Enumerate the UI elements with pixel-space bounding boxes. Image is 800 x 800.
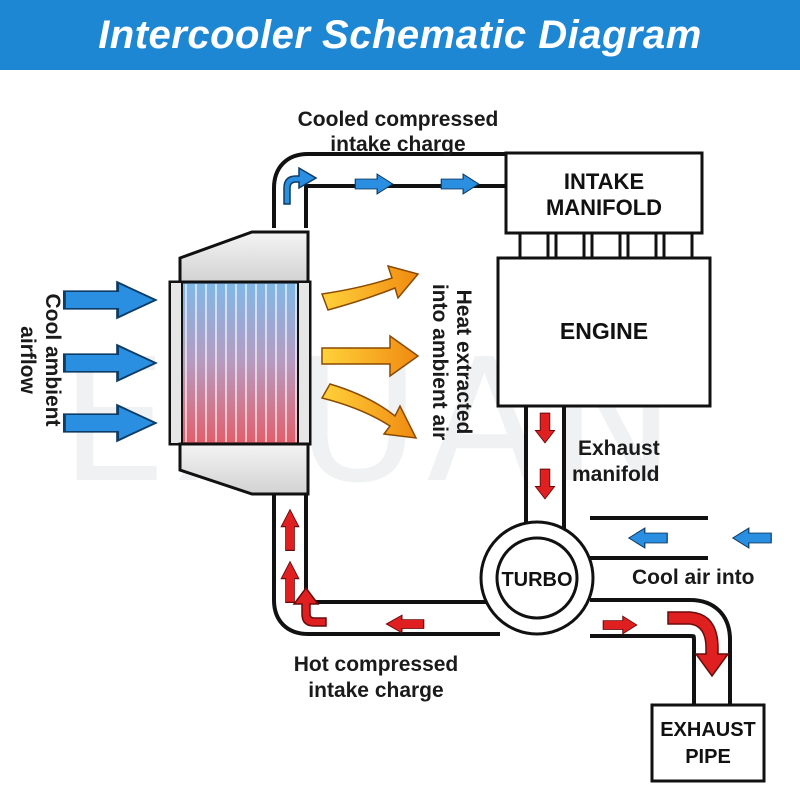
exhaust-pipe-box <box>650 703 766 783</box>
exhaust-pipe-label-line1: EXHAUST <box>660 719 756 741</box>
hot-charge-label-line1: Hot compressed <box>294 653 459 676</box>
cooled-charge-label-line1: Cooled compressed <box>298 108 499 131</box>
intake-manifold-box <box>504 151 704 235</box>
exhaust-pipe-label-line2: PIPE <box>685 746 731 768</box>
intercooler <box>168 230 312 496</box>
engine-box <box>496 256 712 408</box>
intake-runners <box>518 231 694 260</box>
diagram-title: Intercooler Schematic Diagram <box>98 12 702 57</box>
intercooler-bottom-tank <box>178 442 310 496</box>
cooled-charge-label-line2: intake charge <box>330 133 465 156</box>
engine-label: ENGINE <box>560 318 648 344</box>
heat-extracted-label-line2: into ambient air <box>428 284 451 440</box>
heat-extracted-label-line1: Heat extracted <box>452 290 475 435</box>
heat-extracted-arrows <box>320 264 420 439</box>
heat-extracted-label: Heat extracted <box>452 290 475 435</box>
intake-manifold-label-line2: MANIFOLD <box>546 195 662 220</box>
hot-charge-label-line2: intake charge <box>308 679 443 702</box>
turbo-label: TURBO <box>501 569 572 591</box>
cool-ambient-label-2: airflow <box>16 326 39 394</box>
hot-intake-arrows <box>280 508 425 634</box>
cooled-intake-arrows <box>283 166 480 205</box>
intercooler-fins <box>185 284 297 442</box>
exhaust-manifold-label-line2: manifold <box>572 463 660 486</box>
ambient-airflow-arrows <box>62 280 158 443</box>
intercooler-core <box>168 280 312 446</box>
cool-ambient-label-line2: airflow <box>16 326 39 394</box>
intake-manifold-label-line1: INTAKE <box>564 169 644 194</box>
title-banner: Intercooler Schematic Diagram <box>0 0 800 70</box>
exhaust-manifold-label-line1: Exhaust <box>578 437 660 460</box>
intercooler-top-tank <box>178 230 310 284</box>
heat-extracted-label-2: into ambient air <box>428 284 451 440</box>
schematic: EXUAN INTAKE MANIFOLD <box>16 108 772 783</box>
cool-ambient-label-line1: Cool ambient <box>41 293 64 426</box>
cool-air-into-label: Cool air into <box>632 566 755 589</box>
cool-ambient-label: Cool ambient <box>41 293 64 426</box>
exhaust-outlet-arrows <box>602 611 730 678</box>
turbo-inner <box>495 536 579 620</box>
